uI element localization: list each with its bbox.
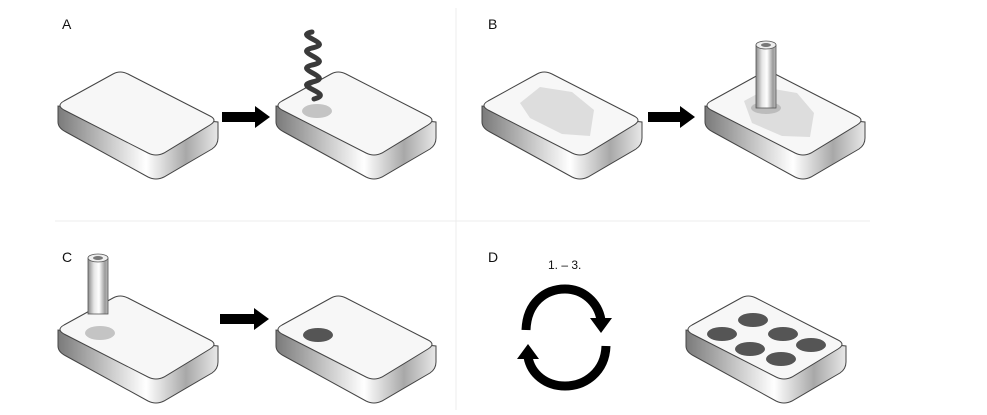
panel-label-d: D	[488, 249, 498, 265]
panel-label-a: A	[62, 16, 72, 32]
plate-a-before	[57, 71, 219, 180]
panel-c	[57, 253, 437, 404]
dna-strand-icon	[304, 29, 323, 102]
pipette-tube-icon	[87, 253, 109, 315]
spot-dark	[738, 313, 768, 327]
panel-label-c: C	[62, 249, 72, 265]
right-arrow-icon	[648, 106, 695, 128]
cycle-arrows-icon	[517, 284, 612, 391]
spot-light	[302, 104, 332, 118]
cycle-label: 1. – 3.	[548, 258, 581, 272]
spot-dark	[766, 352, 796, 366]
spot-dark	[735, 342, 765, 356]
spot-array	[707, 313, 826, 366]
pipette-tube-icon	[755, 40, 777, 109]
panel-label-b: B	[488, 16, 497, 32]
spot-dark	[707, 327, 737, 341]
right-arrow-icon	[222, 106, 270, 128]
plate-c-after	[275, 295, 437, 404]
spot-dark	[768, 327, 798, 341]
right-arrow-icon	[220, 308, 269, 330]
spot-dark	[303, 328, 333, 342]
panel-a	[57, 29, 437, 180]
panel-d: 1. – 3.	[517, 258, 847, 404]
plate-c-before	[57, 295, 219, 404]
spot-dark	[796, 338, 826, 352]
spot-light	[85, 326, 115, 340]
plate-a-after	[275, 71, 437, 180]
tissue-smear	[520, 87, 594, 136]
panel-b	[481, 40, 866, 180]
